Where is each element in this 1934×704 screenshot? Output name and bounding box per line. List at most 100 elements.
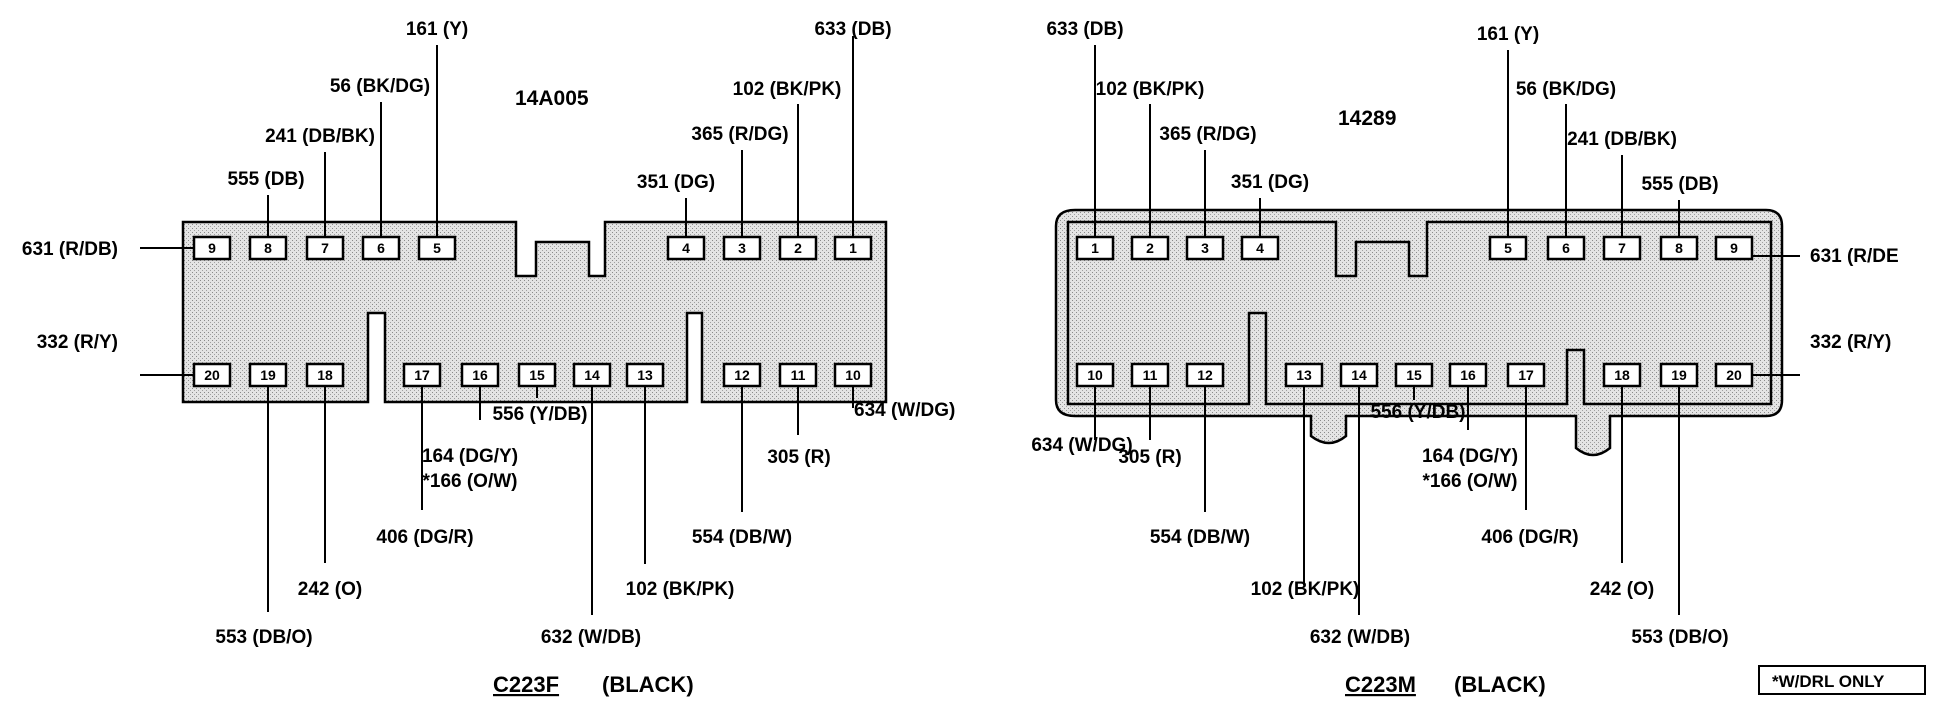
left-pin-number: 1 — [849, 240, 857, 256]
left-pin-6: 6 — [361, 235, 401, 261]
right-pin-number: 20 — [1726, 367, 1742, 383]
left-wire-label-18: 242 (O) — [298, 579, 362, 600]
right-pin-10: 10 — [1075, 362, 1115, 388]
left-wire-label-11: 305 (R) — [767, 447, 830, 468]
left-pin-number: 16 — [472, 367, 488, 383]
right-wire-label-18: 242 (O) — [1590, 579, 1654, 600]
right-pin-19: 19 — [1659, 362, 1699, 388]
right-wire-label-3: 365 (R/DG) — [1159, 124, 1256, 145]
right-wire-label-14: 632 (W/DB) — [1310, 627, 1410, 648]
left-pin-2: 2 — [778, 235, 818, 261]
left-wire-label-9: 631 (R/DB) — [22, 239, 118, 260]
left-pin-number: 2 — [794, 240, 802, 256]
left-pin-1: 1 — [833, 235, 873, 261]
right-pin-15: 15 — [1394, 362, 1434, 388]
left-wire-label-19: 553 (DB/O) — [215, 627, 312, 648]
right-wire-label-19: 553 (DB/O) — [1631, 627, 1728, 648]
right-part-number: 14289 — [1338, 107, 1396, 130]
right-wire-label-17: 406 (DG/R) — [1481, 527, 1578, 548]
left-wire-label-12: 554 (DB/W) — [692, 527, 792, 548]
footnote-text: *W/DRL ONLY — [1772, 672, 1885, 691]
right-pin-13: 13 — [1284, 362, 1324, 388]
right-pin-6: 6 — [1546, 235, 1586, 261]
right-connector-color: (BLACK) — [1454, 672, 1546, 697]
right-wire-label-9: 631 (R/DE — [1810, 246, 1899, 267]
left-pin-14: 14 — [572, 362, 612, 388]
right-pin-number: 11 — [1143, 367, 1158, 383]
left-pin-9: 9 — [192, 235, 232, 261]
left-pin-number: 5 — [433, 240, 441, 256]
left-wire-label-15: 556 (Y/DB) — [492, 404, 587, 425]
right-pin-16: 16 — [1448, 362, 1488, 388]
right-pin-number: 9 — [1730, 240, 1738, 256]
footnote-box — [1758, 665, 1926, 695]
right-pin-number: 12 — [1197, 367, 1213, 383]
left-pin-19: 19 — [248, 362, 288, 388]
right-wire-label-10: 634 (W/DG) — [1031, 435, 1132, 456]
left-pin-number: 19 — [260, 367, 276, 383]
left-wire-label-5: 161 (Y) — [406, 19, 468, 40]
left-pin-number: 18 — [317, 367, 333, 383]
left-pin-number: 10 — [845, 367, 861, 383]
left-pin-number: 8 — [264, 240, 272, 256]
right-pin-3: 3 — [1185, 235, 1225, 261]
left-wire-label-3: 365 (R/DG) — [691, 124, 788, 145]
left-pin-12: 12 — [722, 362, 762, 388]
left-pin-7: 7 — [305, 235, 345, 261]
right-pin-number: 14 — [1351, 367, 1367, 383]
right-pin-4: 4 — [1240, 235, 1280, 261]
left-wire-label-6: 56 (BK/DG) — [330, 76, 430, 97]
left-wire-label-10: 634 (W/DG) — [854, 400, 955, 421]
right-wire-label-13: 102 (BK/PK) — [1251, 579, 1360, 600]
left-pin-3: 3 — [722, 235, 762, 261]
left-pin-10: 10 — [833, 362, 873, 388]
right-pin-number: 10 — [1087, 367, 1103, 383]
right-wire-label-2: 102 (BK/PK) — [1096, 79, 1205, 100]
left-wire-label-16: 164 (DG/Y) — [422, 446, 518, 467]
right-pin-number: 3 — [1201, 240, 1209, 256]
right-pin-18: 18 — [1602, 362, 1642, 388]
wire-labels: 633 (DB)102 (BK/PK)365 (R/DG)351 (DG)161… — [22, 19, 1899, 648]
right-pin-7: 7 — [1602, 235, 1642, 261]
right-connector-inner — [1066, 220, 1773, 406]
right-pin-12: 12 — [1185, 362, 1225, 388]
right-pin-11: 11 — [1130, 362, 1170, 388]
right-wire-label-1: 633 (DB) — [1046, 19, 1123, 40]
left-wire-label-17: 406 (DG/R) — [376, 527, 473, 548]
left-pin-11: 11 — [778, 362, 818, 388]
left-pin-4: 4 — [666, 235, 706, 261]
right-wire-label-11: 305 (R) — [1118, 447, 1181, 468]
right-pin-9: 9 — [1714, 235, 1754, 261]
left-pin-number: 9 — [208, 240, 216, 256]
right-wire-label-16-alt: *166 (O/W) — [1422, 471, 1517, 492]
wire-leads — [140, 36, 1800, 615]
right-pin-number: 16 — [1460, 367, 1476, 383]
right-wire-label-12: 554 (DB/W) — [1150, 527, 1250, 548]
left-wire-label-20: 332 (R/Y) — [37, 332, 118, 353]
left-wire-label-13: 102 (BK/PK) — [626, 579, 735, 600]
right-pin-8: 8 — [1659, 235, 1699, 261]
right-wire-label-5: 161 (Y) — [1477, 24, 1539, 45]
right-pin-number: 17 — [1518, 367, 1534, 383]
right-pin-number: 18 — [1614, 367, 1630, 383]
left-pin-number: 15 — [529, 367, 545, 383]
right-wire-label-8: 555 (DB) — [1641, 174, 1718, 195]
right-pin-number: 5 — [1504, 240, 1512, 256]
left-pin-8: 8 — [248, 235, 288, 261]
left-pin-5: 5 — [417, 235, 457, 261]
right-wire-label-6: 56 (BK/DG) — [1516, 79, 1616, 100]
right-pin-number: 6 — [1562, 240, 1570, 256]
right-wire-label-20: 332 (R/Y) — [1810, 332, 1891, 353]
left-wire-label-1: 633 (DB) — [814, 19, 891, 40]
left-pin-number: 12 — [734, 367, 750, 383]
left-pin-number: 13 — [637, 367, 653, 383]
left-pin-18: 18 — [305, 362, 345, 388]
right-wire-label-15: 556 (Y/DB) — [1370, 402, 1465, 423]
left-pin-number: 6 — [377, 240, 385, 256]
right-pin-number: 2 — [1146, 240, 1154, 256]
left-pin-number: 14 — [584, 367, 600, 383]
right-pin-number: 15 — [1406, 367, 1422, 383]
left-wire-label-7: 241 (DB/BK) — [265, 126, 375, 147]
